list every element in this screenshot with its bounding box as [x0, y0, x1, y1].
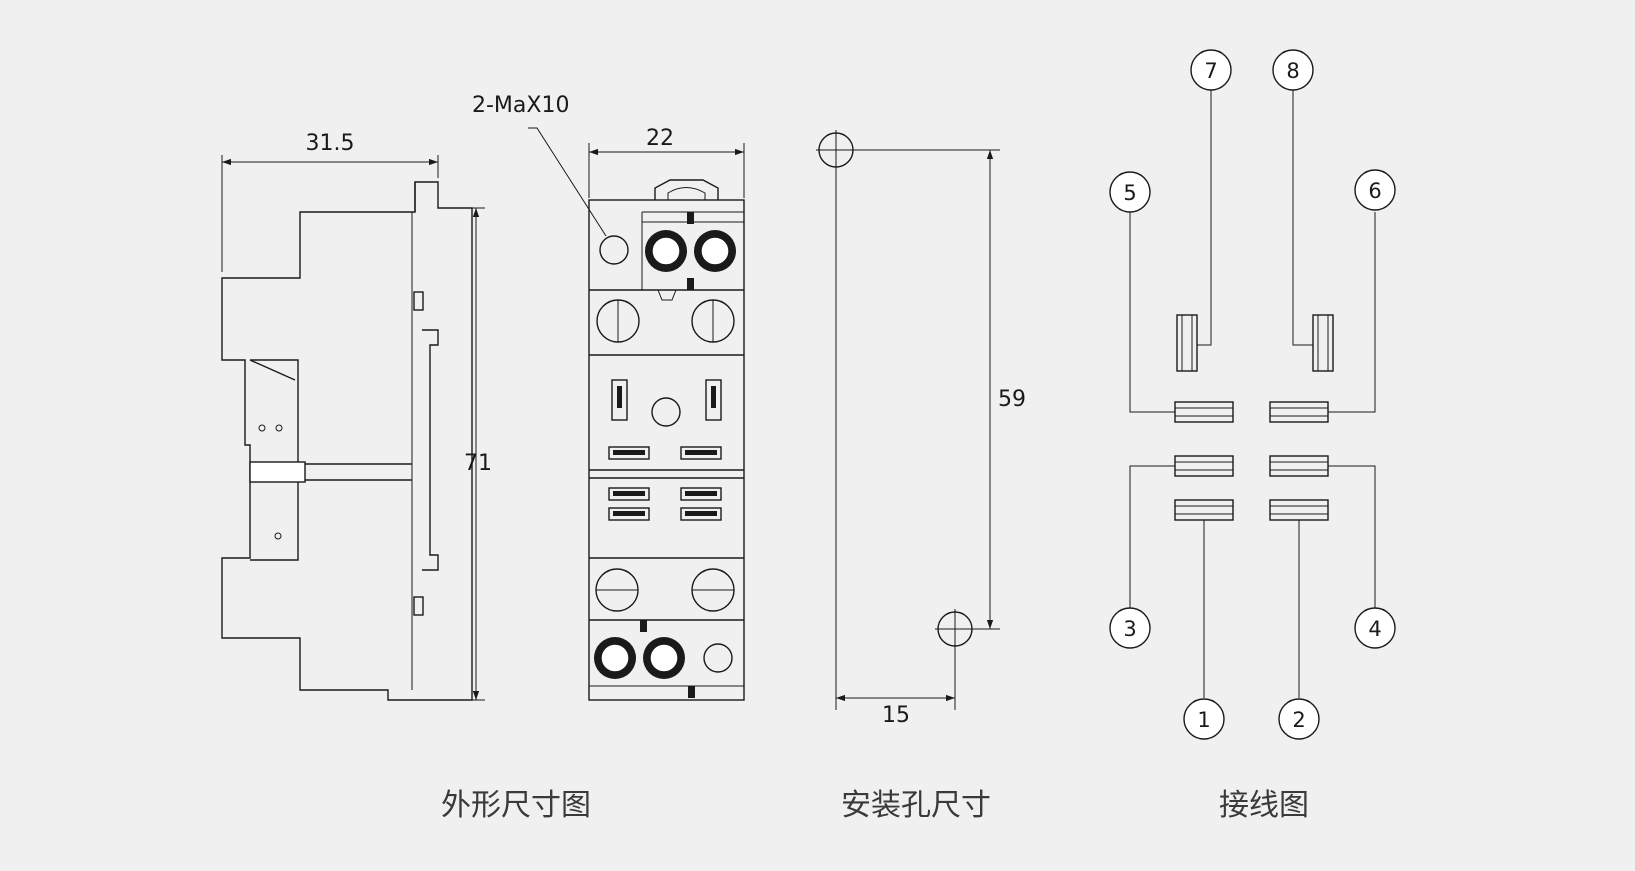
center-hole [651, 397, 681, 427]
svg-text:5: 5 [1123, 181, 1136, 205]
terminal-7: 7 [1190, 49, 1232, 91]
terminal-1: 1 [1183, 698, 1225, 740]
front-top-latch [654, 179, 719, 200]
side-outline [221, 181, 473, 701]
svg-text:6: 6 [1368, 179, 1381, 203]
dim-side-height: 71 [464, 451, 492, 476]
side-rail-slot [422, 329, 439, 571]
front-latch-inner [667, 187, 706, 200]
contact-socket [608, 446, 650, 460]
caption-wiring: 接线图 [1219, 788, 1309, 823]
contact-bar-4 [1269, 455, 1329, 477]
wire-8 [1292, 90, 1313, 346]
contact-bar-5 [1174, 401, 1234, 423]
front-view: 2-MaX10 22 [472, 93, 745, 701]
dim-hole-width: 15 [882, 703, 910, 728]
screw-leader [528, 127, 607, 237]
svg-text:1: 1 [1197, 708, 1210, 732]
front-outline [588, 199, 745, 701]
relay-slot [611, 379, 628, 421]
terminal-8: 8 [1272, 49, 1314, 91]
mounting-hole [599, 235, 629, 265]
contact-socket [680, 487, 722, 501]
wire-4 [1328, 465, 1376, 608]
contact-socket [608, 507, 650, 521]
svg-text:3: 3 [1123, 617, 1136, 641]
wire-5 [1129, 212, 1175, 413]
dim-hole-height: 59 [998, 387, 1026, 412]
side-rivet [275, 424, 283, 432]
contact-bar-3 [1174, 455, 1234, 477]
contact-bar-2 [1269, 499, 1329, 521]
side-rivet [258, 424, 266, 432]
terminal-screw [645, 230, 687, 272]
wire-3 [1129, 465, 1175, 608]
front-marker [688, 686, 695, 698]
terminal-screw [643, 637, 685, 679]
terminal-screw [594, 637, 636, 679]
relay-slot [705, 379, 722, 421]
caption-outline: 外形尺寸图 [441, 788, 591, 823]
mounting-hole [703, 643, 733, 673]
side-rail-bar [249, 461, 306, 483]
side-window-top [413, 291, 424, 311]
side-window-bottom [413, 596, 424, 616]
caption-mounting: 安装孔尺寸 [841, 788, 991, 823]
contact-bar-6 [1269, 401, 1329, 423]
terminal-6: 6 [1354, 169, 1396, 211]
front-notch [657, 289, 677, 301]
front-marker [640, 620, 647, 632]
contact-socket [608, 487, 650, 501]
terminal-2: 2 [1278, 698, 1320, 740]
contact-socket [680, 507, 722, 521]
terminal-screw [694, 230, 736, 272]
wire-6 [1328, 212, 1376, 413]
svg-text:7: 7 [1204, 59, 1217, 83]
wiring-diagram: 7 8 5 6 3 4 1 2 [1109, 49, 1396, 740]
mounting-hole-view: 59 15 [816, 130, 1026, 728]
hole-symbol [935, 609, 975, 649]
relay-contact [617, 386, 622, 408]
dim-side-width: 31.5 [306, 131, 355, 156]
relay-contact [711, 386, 716, 408]
terminal-3: 3 [1109, 607, 1151, 649]
contact-bar-8 [1312, 314, 1334, 372]
terminal-4: 4 [1354, 607, 1396, 649]
side-lever [249, 359, 296, 381]
svg-text:2: 2 [1292, 708, 1305, 732]
svg-text:4: 4 [1368, 617, 1381, 641]
contact-bar-7 [1176, 314, 1198, 372]
contact-socket [680, 446, 722, 460]
side-view: 31.5 71 [221, 131, 492, 701]
front-marker [687, 212, 694, 224]
side-rivet [274, 532, 282, 540]
dim-screw-label: 2-MaX10 [472, 93, 569, 118]
hole-symbol [816, 130, 856, 170]
dim-front-width: 22 [646, 126, 674, 151]
terminal-5: 5 [1109, 171, 1151, 213]
contact-bar-1 [1174, 499, 1234, 521]
front-marker [687, 278, 694, 290]
side-body-inner [250, 359, 299, 561]
wire-7 [1197, 90, 1212, 346]
svg-text:8: 8 [1286, 59, 1299, 83]
